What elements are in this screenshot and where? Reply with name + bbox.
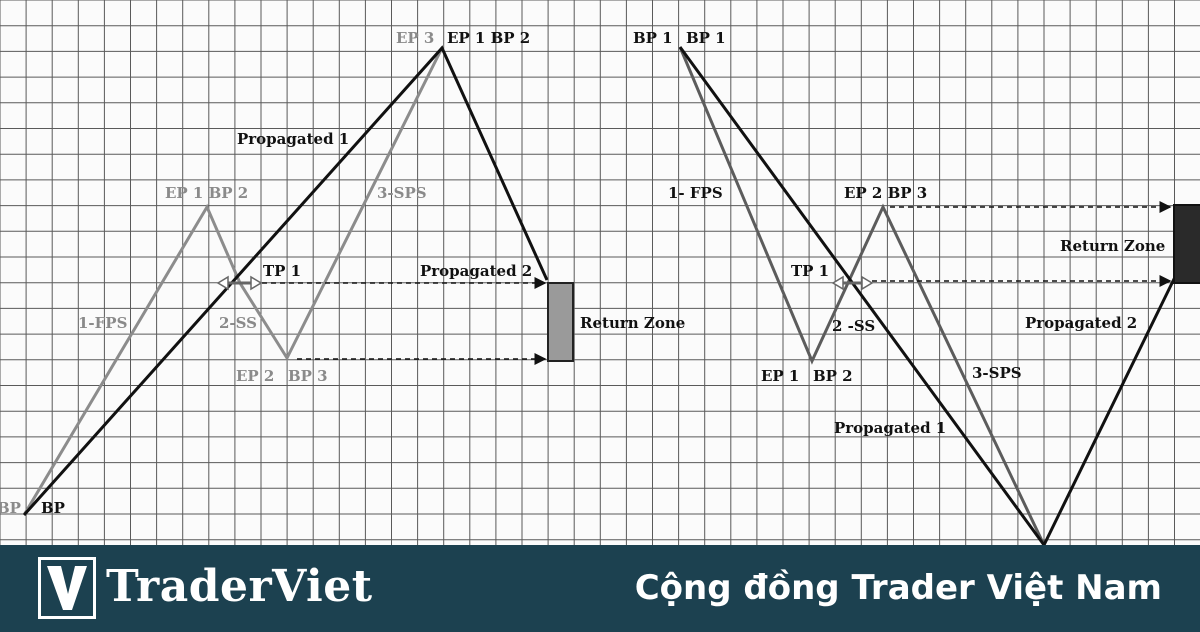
right-label-bp1-a: BP 1 bbox=[633, 29, 673, 47]
right-return-zone bbox=[1173, 204, 1200, 284]
left-label-ep3: EP 3 bbox=[396, 29, 434, 47]
right-pattern: BP 1 BP 1 1- FPS EP 2 BP 3 Return Zone T… bbox=[633, 29, 1200, 545]
left-label-propagated1: Propagated 1 bbox=[237, 130, 349, 148]
grid-lines bbox=[0, 0, 1200, 545]
left-label-ep1-bp2-mid: EP 1 BP 2 bbox=[165, 184, 248, 202]
logo-wordmark: TraderViet bbox=[106, 561, 373, 612]
right-label-bp1-b: BP 1 bbox=[686, 29, 726, 47]
right-label-propagated1: Propagated 1 bbox=[834, 419, 946, 437]
traderviet-logo-mark bbox=[38, 557, 96, 619]
left-label-ep2: EP 2 bbox=[236, 367, 274, 385]
left-label-tp1: TP 1 bbox=[263, 262, 301, 280]
right-label-return-zone: Return Zone bbox=[1060, 237, 1165, 255]
left-label-propagated2: Propagated 2 bbox=[420, 262, 532, 280]
right-tp1-double-arrow bbox=[831, 275, 874, 291]
right-label-propagated2: Propagated 2 bbox=[1025, 314, 1137, 332]
left-label-ep1-bp2-top: EP 1 BP 2 bbox=[447, 29, 530, 47]
left-label-1fps: 1-FPS bbox=[78, 314, 127, 332]
left-pattern: BP BP EP 3 EP 1 BP 2 Propagated 1 EP 1 B… bbox=[0, 29, 685, 517]
right-label-2ss: 2 -SS bbox=[832, 317, 875, 335]
right-propagated-line bbox=[678, 46, 1177, 545]
left-tp1-double-arrow bbox=[216, 275, 263, 291]
right-label-ep2-bp3: EP 2 BP 3 bbox=[844, 184, 927, 202]
left-label-3sps: 3-SPS bbox=[377, 184, 427, 202]
elliott-wave-diagram: BP BP EP 3 EP 1 BP 2 Propagated 1 EP 1 B… bbox=[0, 0, 1200, 545]
left-propagated-line bbox=[22, 45, 549, 517]
left-label-bp-edge: BP bbox=[0, 499, 21, 517]
right-label-ep1: EP 1 bbox=[761, 367, 799, 385]
left-label-2ss: 2-SS bbox=[219, 314, 257, 332]
right-label-tp1: TP 1 bbox=[791, 262, 829, 280]
banner-tagline: Cộng đồng Trader Việt Nam bbox=[634, 568, 1162, 608]
v-logo-icon bbox=[47, 566, 87, 610]
left-return-zone bbox=[547, 282, 574, 362]
left-label-bp: BP bbox=[41, 499, 65, 517]
right-label-1fps: 1- FPS bbox=[668, 184, 723, 202]
right-label-3sps: 3-SPS bbox=[972, 364, 1022, 382]
right-label-bp2: BP 2 bbox=[813, 367, 853, 385]
left-label-return-zone: Return Zone bbox=[580, 314, 685, 332]
left-label-bp3: BP 3 bbox=[288, 367, 328, 385]
brand-banner: TraderViet Cộng đồng Trader Việt Nam bbox=[0, 545, 1200, 632]
